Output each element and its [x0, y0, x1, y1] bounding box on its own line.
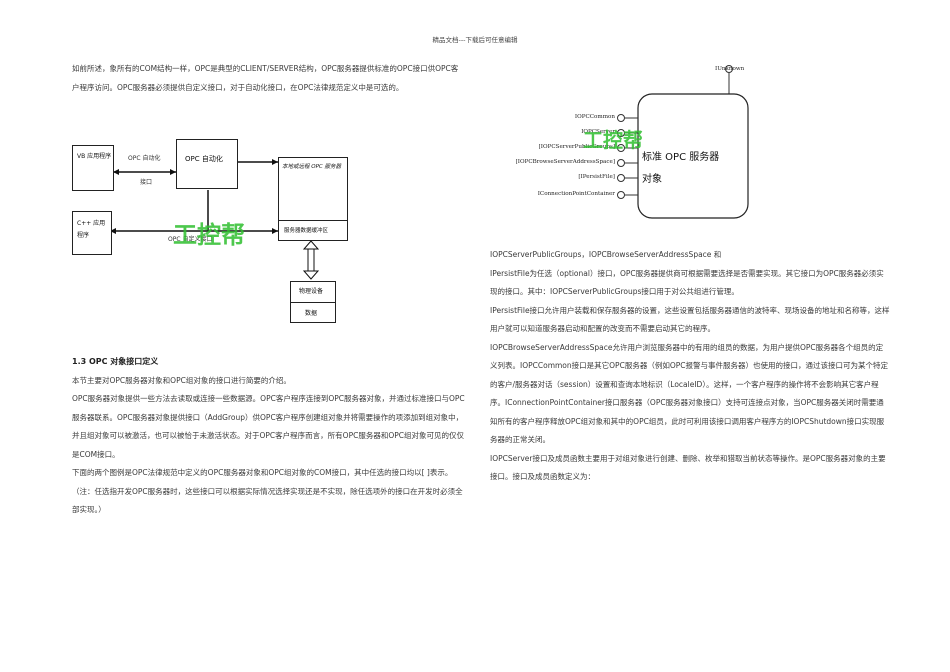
iunknown-label: IUnknown — [715, 66, 745, 72]
watermark-logo: 工控帮 — [173, 221, 245, 249]
right-paragraph-4: IOPCBrowseServerAddressSpace允许用户浏览服务器中的有… — [490, 342, 888, 445]
page-header: 精品文档---下载后可任意编辑 — [432, 36, 518, 44]
watermark-logo-2: 工控帮 — [583, 128, 643, 152]
iface-iopcserver: IOPCServer — [581, 129, 615, 135]
cpp-app-label: C++ 应用程序 — [77, 220, 106, 239]
section-paragraph-1: 本节主要对OPC服务器对象和OPC组对象的接口进行简要的介绍。 — [72, 375, 291, 385]
section-paragraph-2: OPC服务器对象提供一些方法去读取或连接一些数据源。OPC客户程序连接到OPC服… — [72, 394, 465, 459]
iface-iopccommon: IOPCCommon — [574, 114, 615, 120]
right-paragraph-3: IPersistFile接口允许用户装载和保存服务器的设置，这些设置包括服务器通… — [490, 305, 890, 334]
interface-description: IOPCServerPublicGroups，IOPCBrowseServerA… — [490, 246, 890, 487]
intro-text: 如前所述，象所有的COM结构一样，OPC是典型的CLIENT/SERVER结构，… — [72, 60, 462, 97]
right-paragraph-1: IOPCServerPublicGroups，IOPCBrowseServerA… — [490, 250, 722, 259]
iface-iconnectionpointcontainer: IConnectionPointContainer — [537, 191, 615, 197]
vb-application-box: VB 应用程序 — [72, 145, 114, 191]
interface-lines — [617, 65, 749, 219]
cpp-application-box: C++ 应用程序 — [72, 211, 112, 255]
device-divider — [291, 302, 335, 303]
iface-iopcserverpublicgroups: [IOPCServerPublicGroups] — [538, 144, 615, 150]
section-paragraph-3: 下面的两个图例是OPC法律规范中定义的OPC服务器对象和OPC组对象的COM接口… — [72, 468, 463, 514]
section-title: 1.3 OPC 对象接口定义 — [72, 357, 159, 366]
vb-app-label: VB 应用程序 — [77, 153, 112, 160]
iface-label: 接口 — [140, 179, 153, 186]
opc-auto-iface-label: OPC 自动化 — [128, 155, 161, 162]
iface-ipersistfile: [IPersistFile] — [578, 174, 615, 180]
opc-architecture-diagram: VB 应用程序 OPC 自动化 OPC 自动化 接口 C++ 应用程序 OPC … — [68, 135, 368, 330]
opc-auto-label: OPC 自动化 — [185, 155, 223, 163]
server-buffer-label: 服务器数据缓冲区 — [284, 228, 329, 234]
server-title: 本地或远程 OPC 服务器 — [282, 164, 341, 170]
opc-server-object-diagram: IUnknown IOPCCommon IOPCServer [IOPCServ… — [505, 62, 795, 222]
physical-device-label: 物理设备 — [299, 288, 324, 295]
device-data-label: 数据 — [305, 310, 318, 317]
architecture-connectors — [110, 159, 320, 280]
intro-paragraph: 如前所述，象所有的COM结构一样，OPC是典型的CLIENT/SERVER结构，… — [72, 64, 459, 92]
right-paragraph-5: IOPCServer接口及成员函数主要用于对组对象进行创建、删除、枚举和猎取当前… — [490, 453, 886, 482]
right-paragraph-2: IPersistFile为任选（optional）接口，OPC服务器提供商可根据… — [490, 268, 884, 297]
opc-automation-box: OPC 自动化 — [176, 139, 238, 189]
server-object-subtitle: 对象 — [642, 174, 662, 185]
server-object-title: 标准 OPC 服务器 — [642, 152, 720, 163]
section-1-3: 1.3 OPC 对象接口定义 本节主要对OPC服务器对象和OPC组对象的接口进行… — [72, 353, 467, 520]
iface-iopcbrowseserveraddressspace: [IOPCBrowseServerAddressSpace] — [515, 159, 615, 165]
physical-device-box: 物理设备 数据 — [290, 281, 336, 323]
opc-custom-iface-label: OPC 自定义接口 — [168, 236, 213, 243]
server-divider — [279, 220, 347, 221]
opc-server-box: 本地或远程 OPC 服务器 服务器数据缓冲区 — [278, 157, 348, 241]
